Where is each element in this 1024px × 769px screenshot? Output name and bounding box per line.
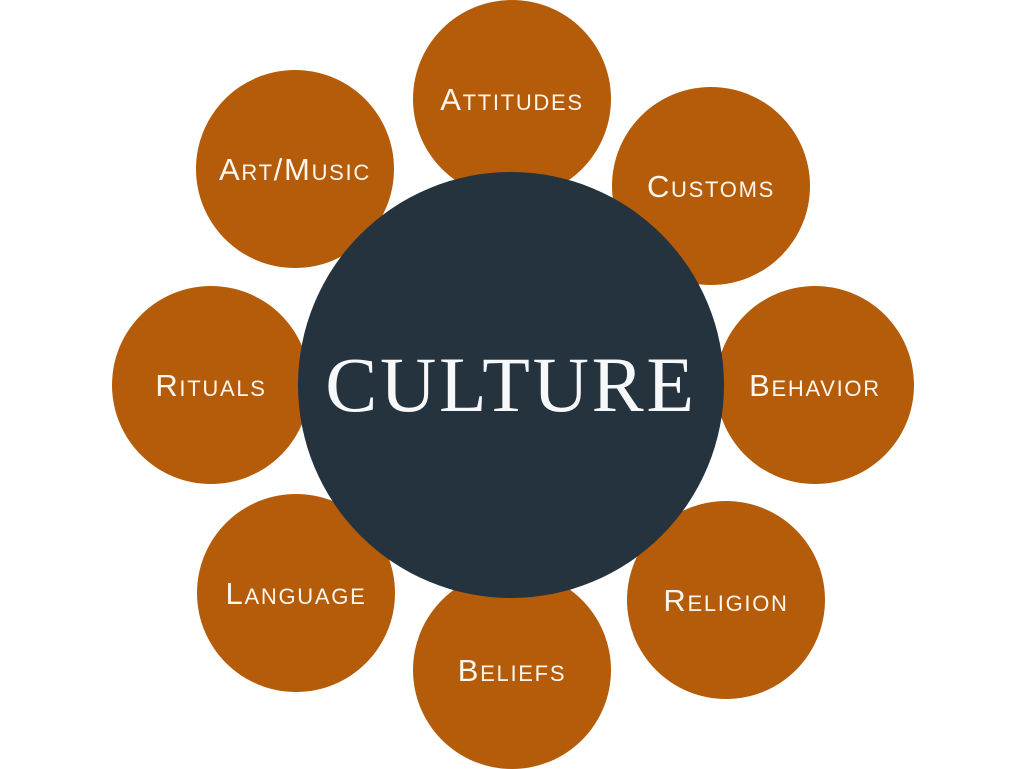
satellite-node-beliefs[interactable]: Beliefs xyxy=(413,571,611,769)
center-node-culture[interactable]: CULTURE xyxy=(298,172,724,598)
satellite-label-rituals: Rituals xyxy=(155,367,267,403)
satellite-label-language: Language xyxy=(225,575,367,611)
satellite-label-attitudes: Attitudes xyxy=(440,81,584,117)
satellite-label-religion: Religion xyxy=(663,582,789,618)
satellite-node-rituals[interactable]: Rituals xyxy=(112,286,310,484)
satellite-label-art-music: Art/Music xyxy=(219,151,371,187)
satellite-label-beliefs: Beliefs xyxy=(457,652,567,688)
satellite-node-behavior[interactable]: Behavior xyxy=(716,286,914,484)
satellite-label-behavior: Behavior xyxy=(749,367,881,403)
center-node-label: CULTURE xyxy=(325,341,697,428)
satellite-node-attitudes[interactable]: Attitudes xyxy=(413,0,611,198)
satellite-node-language[interactable]: Language xyxy=(197,494,395,692)
satellite-label-customs: Customs xyxy=(646,168,776,204)
